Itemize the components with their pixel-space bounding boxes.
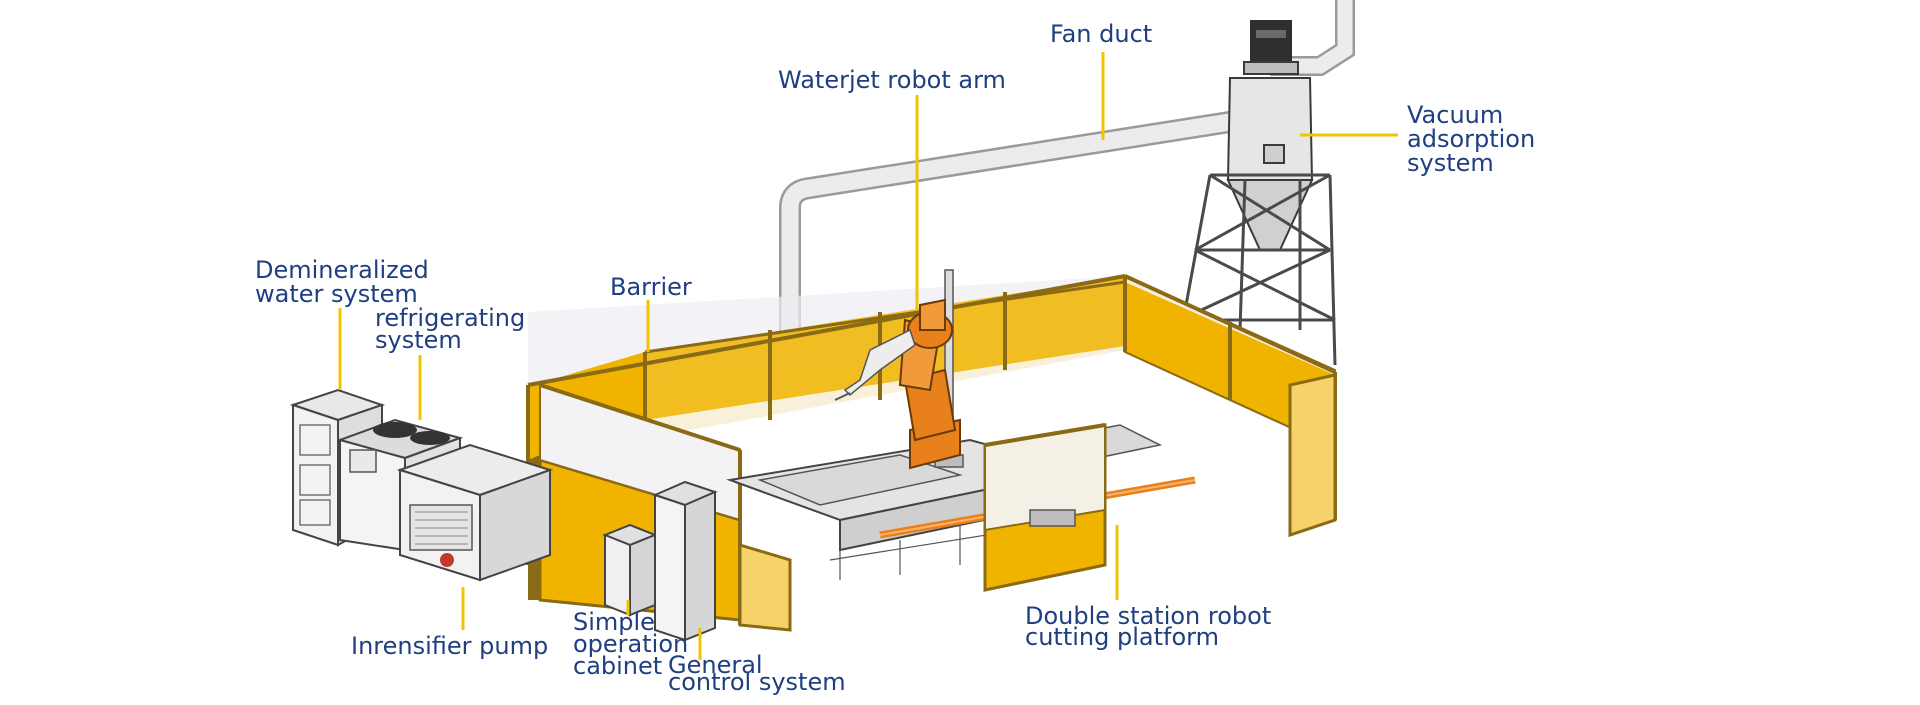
fan-duct-pipe <box>779 0 1355 376</box>
simple-operation-cabinet-unit <box>602 523 658 617</box>
label-simple-line1: Simple <box>573 608 655 636</box>
label-vacuum-line3: system <box>1407 149 1494 177</box>
label-double-line1: Double station robot <box>1025 602 1271 630</box>
intensifier-pump-unit <box>396 443 554 582</box>
label-vacuum-line2: adsorption <box>1407 125 1535 153</box>
general-control-cabinet-unit <box>652 480 718 642</box>
label-simple-line3: cabinet <box>573 652 662 680</box>
label-general-line1: General <box>668 651 763 679</box>
waterjet-robot <box>834 269 964 470</box>
cutting-platform <box>726 423 1196 592</box>
label-refrigerating-line1: refrigerating <box>375 304 525 332</box>
label-fan-duct: Fan duct <box>1050 20 1152 48</box>
vacuum-adsorption-unit <box>1173 20 1337 366</box>
label-intensifier-pump: Inrensifier pump <box>351 632 548 660</box>
label-barrier: Barrier <box>610 273 692 301</box>
label-vacuum-line1: Vacuum <box>1407 101 1503 129</box>
label-waterjet-robot-arm: Waterjet robot arm <box>778 66 1006 94</box>
label-demineralized-line2: water system <box>255 280 418 308</box>
label-simple-line2: operation <box>573 630 688 658</box>
label-refrigerating-line2: system <box>375 326 462 354</box>
label-demineralized-line1: Demineralized <box>255 256 429 284</box>
label-general-line2: control system <box>668 668 846 696</box>
vacuum-stand <box>1173 173 1337 366</box>
leader-lines <box>338 52 1398 660</box>
labels: Fan duct Waterjet robot arm Vacuum adsor… <box>255 20 1535 696</box>
label-double-line2: cutting platform <box>1025 623 1219 651</box>
